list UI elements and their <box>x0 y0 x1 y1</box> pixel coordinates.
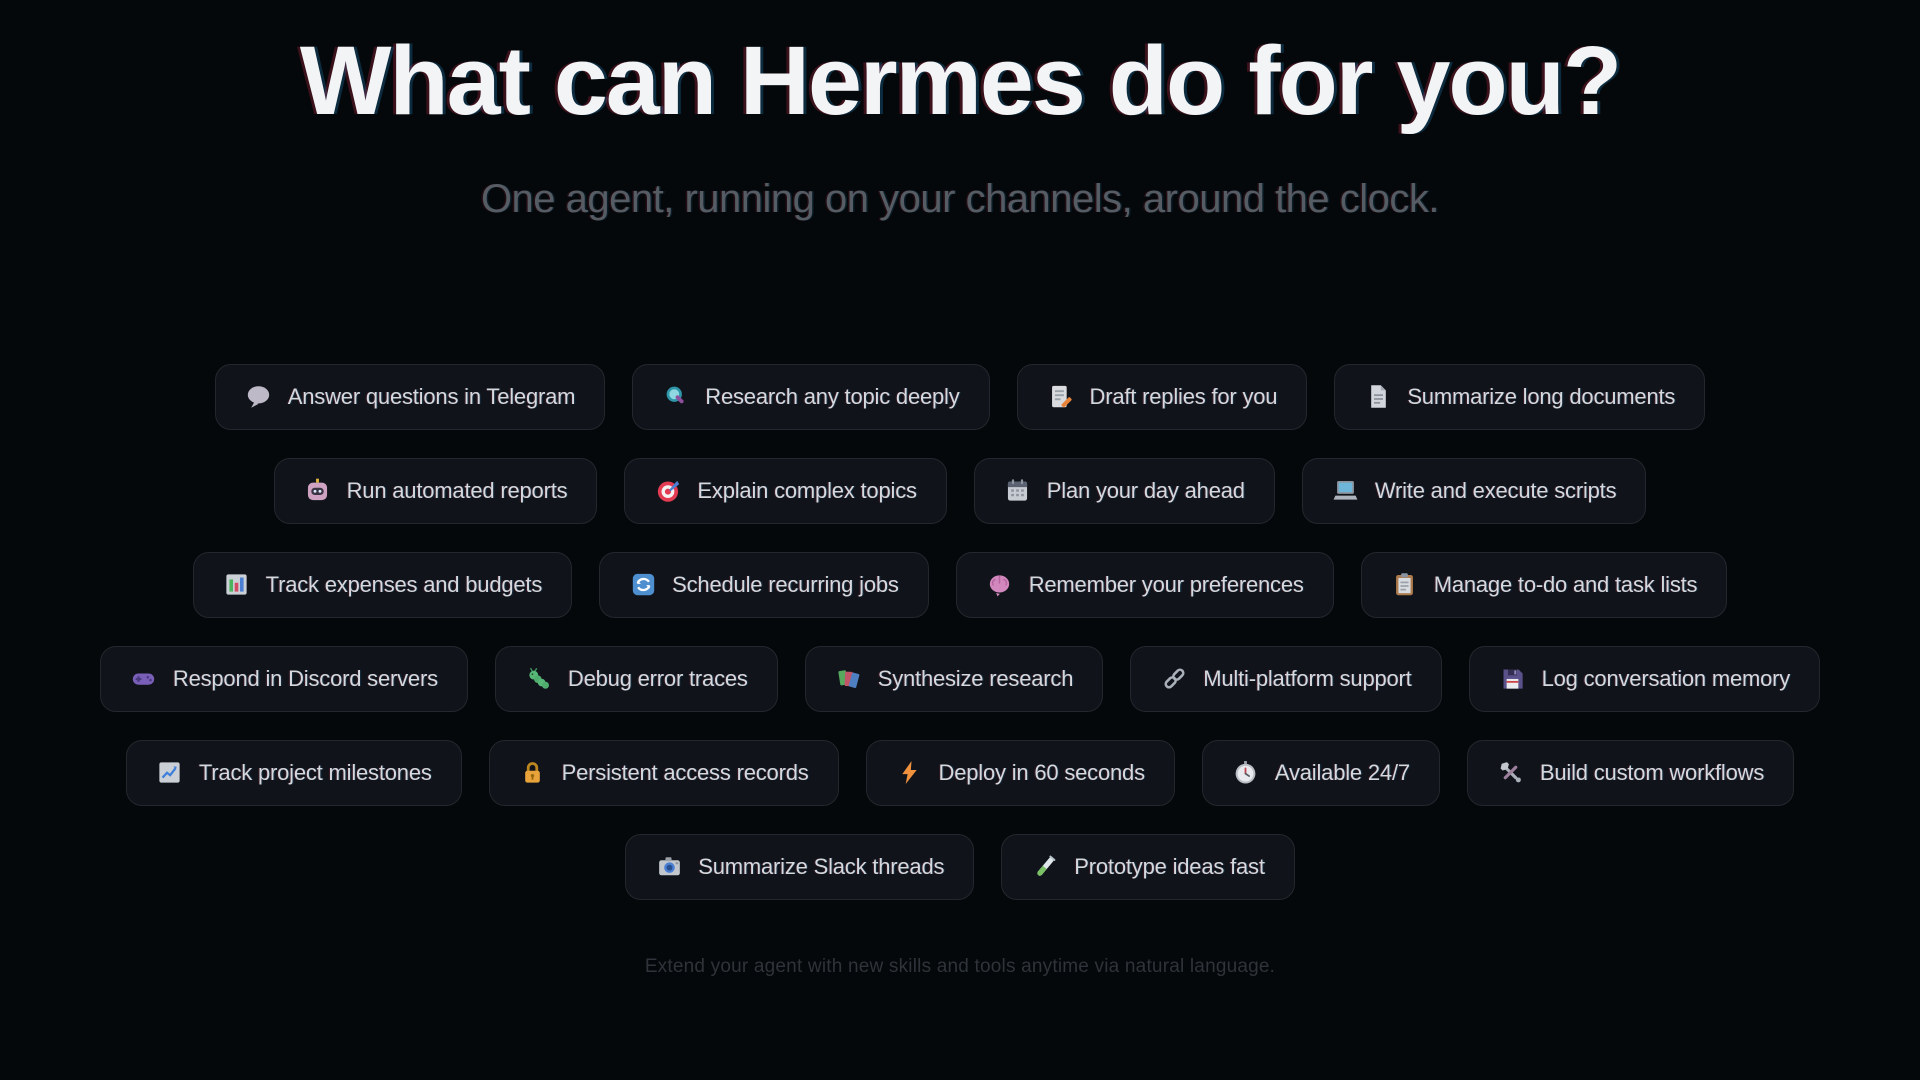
capability-chip[interactable]: Explain complex topics <box>624 457 947 524</box>
capability-chip[interactable]: Deploy in 60 seconds <box>865 739 1175 806</box>
capability-chip-label: Write and execute scripts <box>1374 477 1617 503</box>
capability-chip-label: Answer questions in Telegram <box>287 383 576 409</box>
capability-chip-label: Run automated reports <box>346 477 568 503</box>
clock-icon <box>1232 759 1260 787</box>
capability-chip[interactable]: Respond in Discord servers <box>99 645 468 712</box>
capability-row: Respond in Discord servers Debug error tr… <box>0 645 1920 712</box>
capability-chip[interactable]: Available 24/7 <box>1201 739 1440 806</box>
clipboard-icon <box>1391 571 1419 599</box>
capability-chip-label: Manage to-do and task lists <box>1433 571 1698 597</box>
capability-chip-label: Deploy in 60 seconds <box>938 759 1146 785</box>
link-icon <box>1160 665 1188 693</box>
test-tube-icon <box>1031 853 1059 881</box>
capability-chip-label: Track expenses and budgets <box>265 571 543 597</box>
capability-chip[interactable]: Summarize Slack threads <box>625 833 975 900</box>
capability-chip[interactable]: Synthesize research <box>804 645 1104 712</box>
capability-chip[interactable]: Run automated reports <box>273 457 598 524</box>
capability-chip-label: Draft replies for you <box>1089 383 1278 409</box>
robot-icon <box>304 477 332 505</box>
capability-chip-label: Prototype ideas fast <box>1074 853 1265 879</box>
capability-chip-label: Synthesize research <box>877 665 1074 691</box>
capability-chip[interactable]: Prototype ideas fast <box>1001 833 1295 900</box>
capability-grid: Answer questions in Telegram Research any… <box>0 363 1920 900</box>
capability-chip-label: Debug error traces <box>567 665 748 691</box>
capability-chip-label: Remember your preferences <box>1028 571 1304 597</box>
capability-chip[interactable]: Draft replies for you <box>1016 363 1308 430</box>
capability-chip[interactable]: Log conversation memory <box>1468 645 1821 712</box>
game-controller-icon <box>130 665 158 693</box>
capability-chip-label: Log conversation memory <box>1541 665 1791 691</box>
capability-chip-label: Persistent access records <box>561 759 809 785</box>
capability-chip[interactable]: Track project milestones <box>125 739 462 806</box>
capability-chip[interactable]: Manage to-do and task lists <box>1360 551 1728 618</box>
capability-chip-label: Available 24/7 <box>1274 759 1410 785</box>
capability-chip-label: Explain complex topics <box>697 477 917 503</box>
capability-chip-label: Multi-platform support <box>1203 665 1412 691</box>
capability-row: Run automated reports Explain complex top… <box>0 457 1920 524</box>
capability-chip[interactable]: Summarize long documents <box>1334 363 1706 430</box>
capability-chip[interactable]: Research any topic deeply <box>632 363 990 430</box>
capability-chip[interactable]: Debug error traces <box>494 645 778 712</box>
page-subtitle: One agent, running on your channels, aro… <box>480 176 1440 221</box>
capability-chip[interactable]: Track expenses and budgets <box>192 551 573 618</box>
capability-row: Track project milestones Persistent acces… <box>0 739 1920 806</box>
laptop-icon <box>1332 477 1360 505</box>
page-facing-up-icon <box>1364 383 1392 411</box>
capability-chip[interactable]: Answer questions in Telegram <box>214 363 606 430</box>
direct-hit-icon <box>654 477 682 505</box>
capability-chip[interactable]: Remember your preferences <box>955 551 1334 618</box>
chart-increasing-icon <box>156 759 184 787</box>
capability-chip-label: Track project milestones <box>198 759 432 785</box>
capability-chip-label: Summarize long documents <box>1407 383 1676 409</box>
bar-chart-icon <box>223 571 251 599</box>
capability-chip[interactable]: Plan your day ahead <box>973 457 1275 524</box>
memo-icon <box>1047 383 1075 411</box>
capability-row: Answer questions in Telegram Research any… <box>0 363 1920 430</box>
bug-icon <box>525 665 553 693</box>
floppy-disk-icon <box>1499 665 1527 693</box>
capability-chip-label: Plan your day ahead <box>1046 477 1245 503</box>
capability-row: Track expenses and budgets Schedule recur… <box>0 551 1920 618</box>
capability-row: Summarize Slack threads Prototype ideas f… <box>0 833 1920 900</box>
books-icon <box>835 665 863 693</box>
capability-chip[interactable]: Build custom workflows <box>1466 739 1795 806</box>
hammer-and-wrench-icon <box>1497 759 1525 787</box>
capability-chip-label: Schedule recurring jobs <box>672 571 899 597</box>
capability-chip[interactable]: Write and execute scripts <box>1301 457 1647 524</box>
capability-chip-label: Build custom workflows <box>1539 759 1765 785</box>
capability-chip[interactable]: Schedule recurring jobs <box>599 551 929 618</box>
camera-icon <box>655 853 683 881</box>
lock-icon <box>519 759 547 787</box>
brain-icon <box>986 571 1014 599</box>
magnifying-glass-icon <box>662 383 690 411</box>
page-title: What can Hermes do for you? <box>299 26 1622 135</box>
capability-chip[interactable]: Persistent access records <box>488 739 839 806</box>
calendar-icon <box>1004 477 1032 505</box>
capability-chip[interactable]: Multi-platform support <box>1130 645 1442 712</box>
capability-chip-label: Respond in Discord servers <box>172 665 438 691</box>
counterclockwise-arrows-icon <box>629 571 657 599</box>
capability-chip-label: Summarize Slack threads <box>698 853 945 879</box>
capability-chip-label: Research any topic deeply <box>705 383 960 409</box>
speech-balloon-icon <box>245 383 273 411</box>
footnote-text: Extend your agent with new skills and to… <box>644 955 1276 977</box>
high-voltage-icon <box>896 759 924 787</box>
